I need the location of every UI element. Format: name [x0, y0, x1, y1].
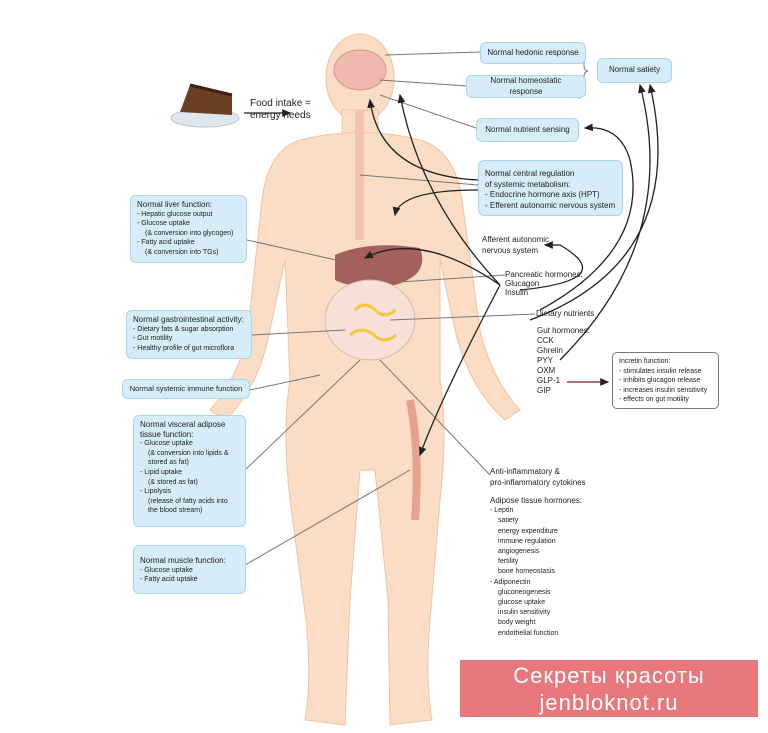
liver-function-box: Normal liver function:- Hepatic glucose …: [130, 195, 247, 263]
homeostatic-response-box: Normal homeostatic response: [466, 75, 586, 98]
brain: [333, 49, 387, 91]
immune-function-box: Normal systemic immune function: [122, 379, 250, 399]
dietary-nutrients-label: Dietary nutrients: [536, 309, 595, 318]
adipose-hormones-label: Adipose tissue hormones:- Leptin satiety…: [490, 496, 583, 637]
incretin-function-box: Incretin function:- stimulates insulin r…: [612, 352, 719, 409]
nutrient-sensing-box: Normal nutrient sensing: [476, 118, 579, 142]
intestines: [324, 279, 416, 361]
satiety-box: Normal satiety: [597, 58, 672, 83]
human-body: [209, 33, 521, 726]
organs: [324, 49, 423, 521]
arrows: [363, 83, 659, 457]
muscle-function-box: Normal muscle function:- Glucose uptake-…: [133, 545, 246, 594]
food-intake-label: Food intake =energy needs: [250, 98, 311, 121]
gastrointestinal-box: Normal gastrointestinal activity:- Dieta…: [126, 310, 252, 359]
liver: [335, 245, 423, 287]
esophagus: [355, 110, 364, 240]
cytokines-label: Anti-inflammatory &pro-inflammatory cyto…: [490, 467, 586, 487]
thigh-muscle: [406, 399, 421, 521]
cake-icon: [170, 83, 240, 128]
hedonic-response-box: Normal hedonic response: [480, 42, 586, 64]
